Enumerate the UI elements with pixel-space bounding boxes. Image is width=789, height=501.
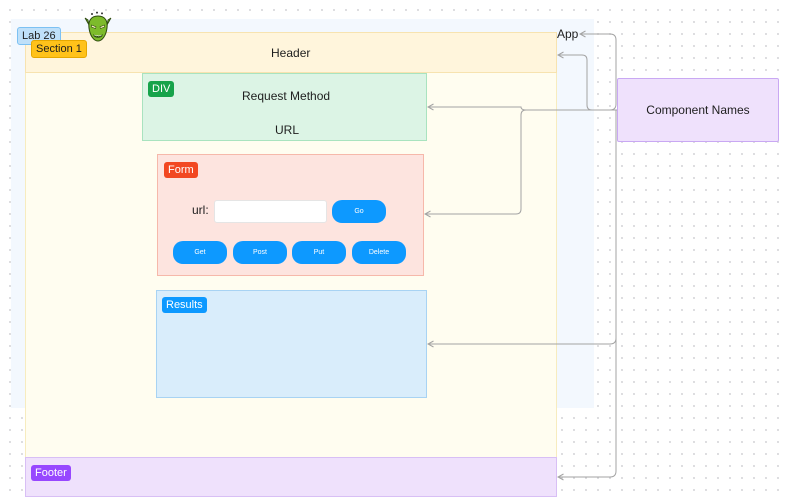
section-tag: Section 1 [31,40,87,58]
app-label: App [557,27,579,41]
header-bar [25,32,557,73]
get-button[interactable]: Get [173,241,227,264]
component-names-box: Component Names [617,78,779,142]
connector-footer [558,338,617,477]
form-tag: Form [164,162,198,178]
request-method-label: Request Method [242,89,331,103]
footer-frame [25,457,557,497]
url-label: URL [275,123,300,137]
form-url-label: url: [192,203,209,217]
connector-results [428,109,617,344]
footer-tag: Footer [31,465,71,481]
go-button[interactable]: Go [332,200,386,223]
post-button[interactable]: Post [233,241,287,264]
connector-form [425,109,617,214]
green-goblin-avatar-icon [84,11,112,42]
url-input[interactable] [214,200,327,223]
results-tag: Results [162,297,207,313]
component-names-label: Component Names [646,103,750,117]
delete-button[interactable]: Delete [352,241,406,264]
connector-header [558,55,617,111]
connector-app [580,34,617,111]
header-label: Header [271,46,311,60]
div-tag: DIV [148,81,175,97]
put-button[interactable]: Put [292,241,346,264]
div-frame [142,73,427,141]
